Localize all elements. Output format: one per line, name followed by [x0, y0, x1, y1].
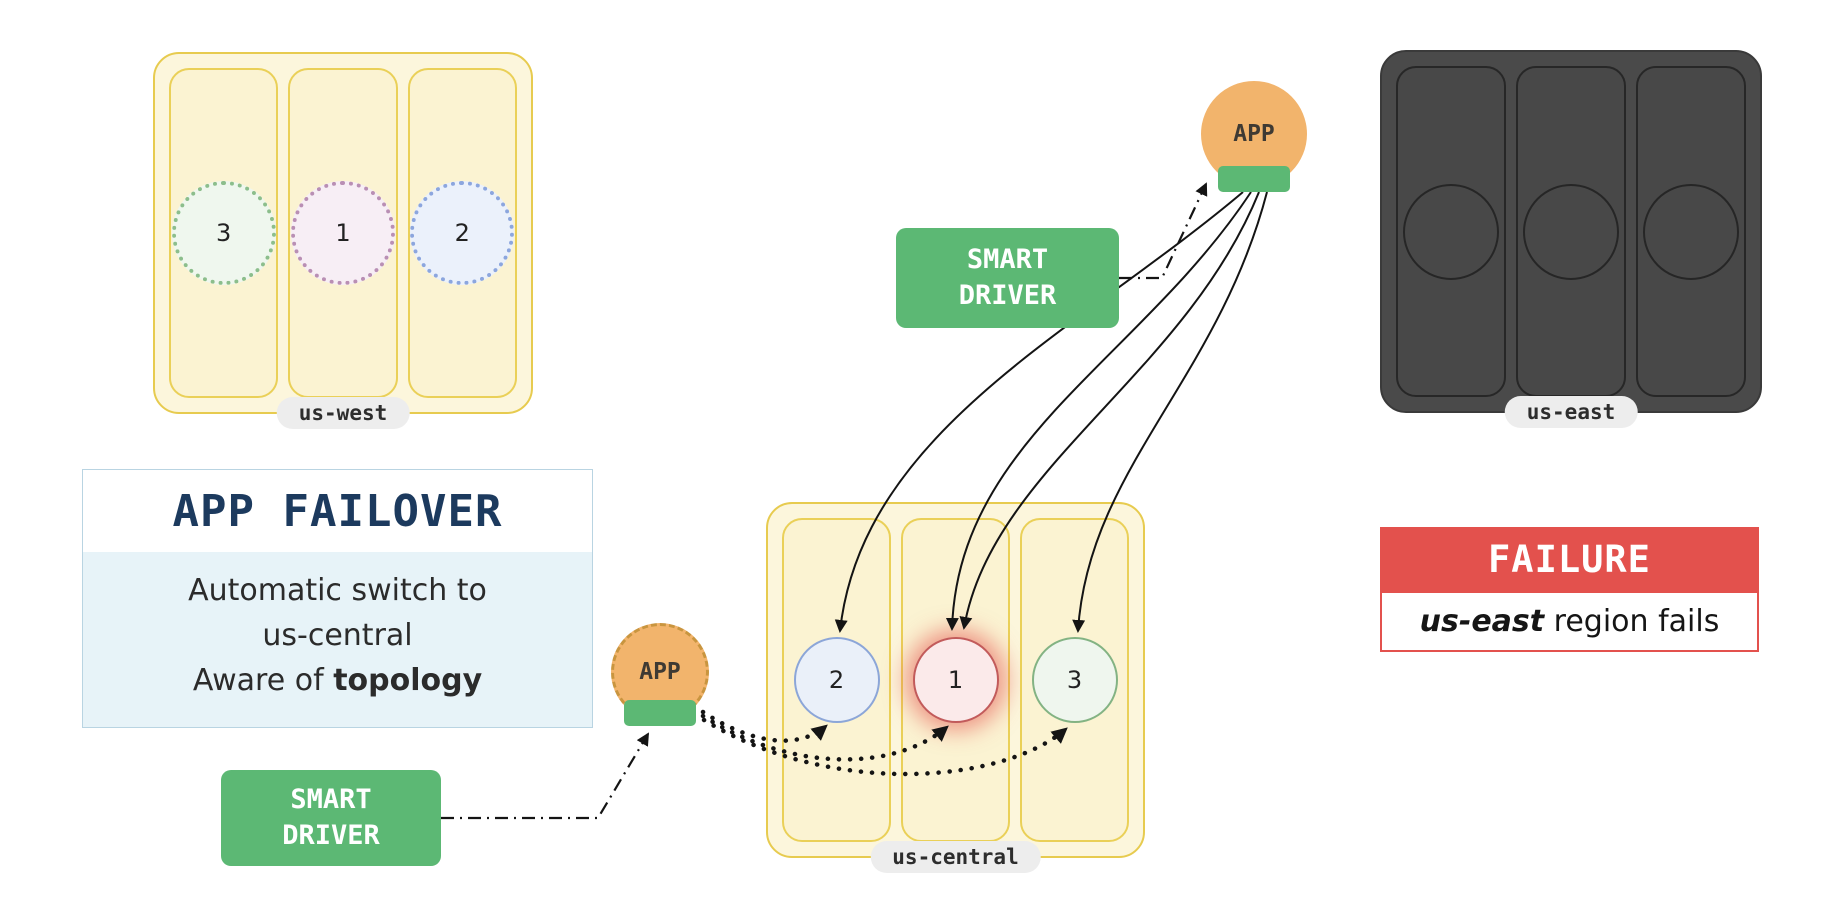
db-slot: 1 — [288, 68, 398, 398]
db-node-3: 3 — [1031, 637, 1118, 723]
db-node-2: 2 — [793, 637, 880, 723]
db-slot: 1 — [901, 518, 1010, 842]
failure-rest: region fails — [1544, 604, 1720, 639]
failure-callout: FAILURE us-east region fails — [1380, 527, 1759, 652]
failover-body-line3: Aware of topology — [91, 658, 584, 703]
app-driver-tab-top — [1218, 166, 1290, 192]
db-node-2: 2 — [410, 181, 515, 285]
smart-driver-line1: SMART — [966, 243, 1049, 275]
region-label-us-west: us-west — [276, 397, 410, 429]
db-slot: 3 — [1020, 518, 1129, 842]
db-slot — [1636, 66, 1746, 397]
db-slot: 2 — [782, 518, 891, 842]
db-slot: 3 — [169, 68, 279, 398]
region-label-us-central: us-central — [870, 841, 1041, 873]
smart-driver-line2: DRIVER — [282, 820, 380, 851]
db-node-failed — [1523, 183, 1619, 280]
db-node-1: 1 — [290, 181, 395, 285]
region-us-central: 2 1 3 us-central — [766, 502, 1145, 873]
region-us-east: us-east — [1380, 50, 1762, 428]
db-slot — [1396, 66, 1506, 397]
db-node-failed — [1643, 183, 1739, 280]
smart-driver-badge-top: SMART DRIVER — [896, 228, 1119, 328]
region-label-us-east: us-east — [1504, 396, 1638, 428]
failover-body-line1: Automatic switch to — [188, 573, 487, 608]
app-failover-callout: APP FAILOVER Automatic switch to us-cent… — [82, 469, 593, 728]
smart-driver-badge-bottom: SMART DRIVER — [221, 770, 441, 866]
db-node-failed — [1403, 183, 1499, 280]
db-node-3: 3 — [171, 181, 276, 285]
app-failover-title: APP FAILOVER — [172, 485, 503, 537]
failover-body-line2: us-central — [262, 618, 413, 653]
db-slot — [1516, 66, 1626, 397]
db-node-1-primary: 1 — [912, 637, 999, 723]
region-us-west: 3 1 2 us-west — [153, 52, 533, 429]
app-failover-body: Automatic switch to us-central Aware of … — [83, 552, 592, 727]
failover-line3-prefix: Aware of — [192, 663, 334, 698]
failover-line3-bold: topology — [333, 663, 483, 698]
failure-subject: us-east — [1419, 604, 1545, 639]
failure-body: us-east region fails — [1380, 591, 1759, 652]
failure-title: FAILURE — [1380, 527, 1759, 591]
app-driver-tab-bottom — [624, 700, 696, 726]
db-slot: 2 — [407, 68, 517, 398]
smart-driver-line1: SMART — [290, 783, 372, 815]
smart-driver-line2: DRIVER — [958, 280, 1057, 311]
